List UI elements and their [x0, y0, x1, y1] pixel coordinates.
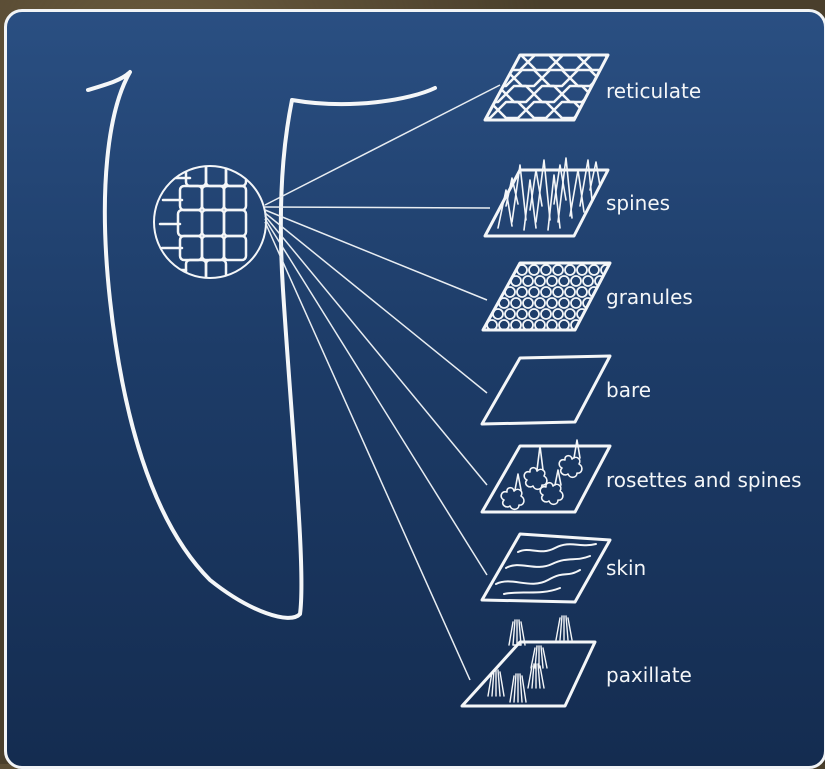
swatch-paxillate: paxillate: [462, 616, 692, 706]
swatch-granules: granules: [483, 263, 693, 330]
label-paxillate: paxillate: [606, 663, 692, 687]
magnified-cells: [154, 162, 266, 282]
swatch-reticulate: reticulate: [470, 54, 701, 120]
label-reticulate: reticulate: [606, 79, 701, 103]
label-skin: skin: [606, 556, 646, 580]
swatch-spines: spines: [485, 158, 670, 236]
label-spines: spines: [606, 191, 670, 215]
label-rosettes-and-spines: rosettes and spines: [606, 468, 802, 492]
swatch-bare: bare: [482, 356, 651, 424]
swatch-skin: skin: [482, 534, 646, 602]
label-granules: granules: [606, 285, 693, 309]
label-bare: bare: [606, 378, 651, 402]
swatch-rosettes-and-spines: rosettes and spines: [482, 440, 802, 512]
body-outline: [88, 72, 435, 618]
